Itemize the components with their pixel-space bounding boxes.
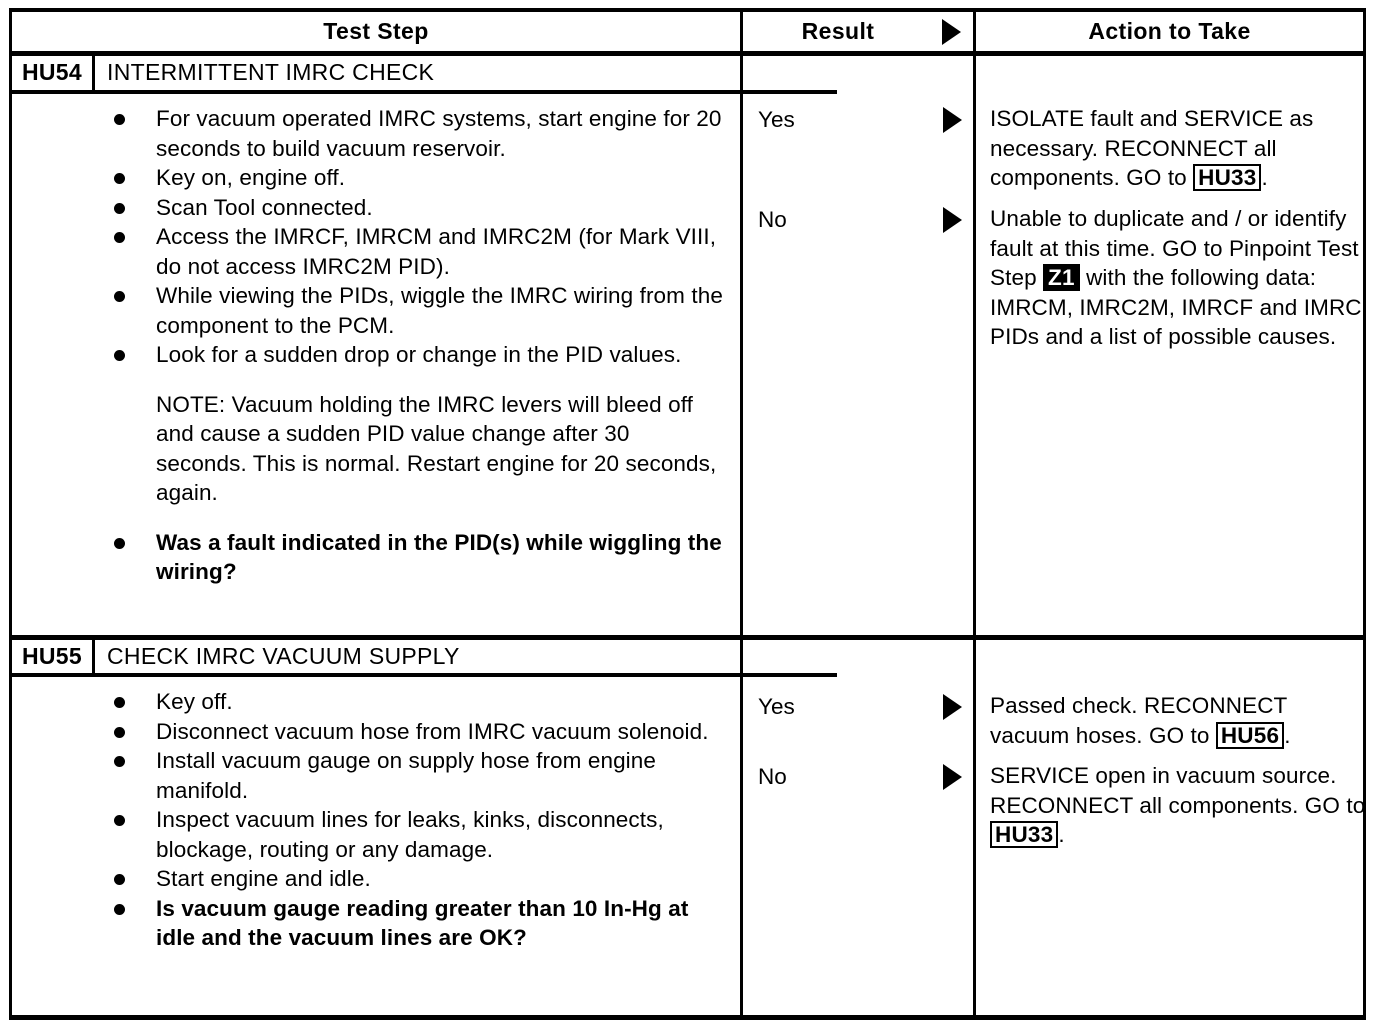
list-item-text: Disconnect vacuum hose from IMRC vacuum …	[156, 718, 709, 744]
bullet-dot-icon	[114, 726, 125, 738]
result-label: No	[758, 764, 787, 789]
column-divider-result-action	[973, 12, 976, 1018]
header-test-step: Test Step	[323, 18, 429, 44]
step-reference-hu56: HU56	[1215, 721, 1285, 749]
result-row-hu55-yes: Yes	[743, 691, 973, 727]
step-title-hu54: INTERMITTENT IMRC CHECK	[107, 59, 435, 85]
section-divider-rule	[12, 635, 1363, 640]
action-text-part: .	[1058, 822, 1065, 847]
result-label: Yes	[758, 107, 795, 132]
bullet-dot-icon	[114, 232, 125, 243]
action-text-part: with the following data: IMRCM, IMRC2M, …	[990, 265, 1362, 349]
result-row-hu54-yes: Yes	[743, 104, 973, 140]
list-item: Look for a sudden drop or change in the …	[108, 340, 726, 370]
triangle-right-icon	[943, 694, 962, 720]
action-hu54-no: Unable to duplicate and / or identify fa…	[990, 204, 1370, 352]
hu54-title-rule	[12, 90, 837, 94]
list-item-text: Access the IMRCF, IMRCM and IMRC2M (for …	[156, 224, 717, 279]
bullet-dot-icon	[114, 874, 125, 885]
bullet-dot-icon	[114, 756, 125, 767]
list-item-text: Scan Tool connected.	[156, 194, 373, 220]
list-item-question: Was a fault indicated in the PID(s) whil…	[108, 528, 726, 587]
action-hu54-yes: ISOLATE fault and SERVICE as necessary. …	[990, 104, 1370, 193]
header-bottom-rule	[12, 51, 1363, 56]
list-item-question: Is vacuum gauge reading greater than 10 …	[108, 894, 726, 953]
action-text-part: .	[1261, 165, 1268, 190]
list-item: Install vacuum gauge on supply hose from…	[108, 746, 726, 805]
step-reference-z1: Z1	[1043, 264, 1080, 291]
list-item-text: Start engine and idle.	[156, 866, 371, 891]
list-item-text: Key on, engine off.	[156, 165, 346, 190]
triangle-right-icon	[943, 764, 962, 790]
bullet-dot-icon	[114, 903, 125, 915]
result-row-hu54-no: No	[743, 204, 973, 240]
action-hu55-no: SERVICE open in vacuum source. RECONNECT…	[990, 761, 1370, 850]
header-result-label: Result	[801, 18, 875, 44]
list-item-text: Key off.	[156, 689, 233, 714]
step-reference-hu33: HU33	[1193, 164, 1262, 191]
list-item: Key on, engine off.	[108, 163, 726, 193]
test-steps-hu55: Key off. Disconnect vacuum hose from IMR…	[12, 687, 740, 953]
action-text-part: ISOLATE fault and SERVICE as necessary. …	[990, 106, 1314, 190]
bullet-dot-icon	[114, 537, 125, 549]
action-text-part: Unable to duplicate and / or identify fa…	[990, 206, 1359, 290]
list-item: Start engine and idle.	[108, 864, 726, 894]
list-item-text: For vacuum operated IMRC systems, start …	[156, 106, 722, 161]
section-title-row-hu55: HU55 CHECK IMRC VACUUM SUPPLY	[12, 637, 837, 676]
list-item: For vacuum operated IMRC systems, start …	[108, 104, 726, 163]
result-label: No	[758, 207, 787, 232]
test-steps-hu54: For vacuum operated IMRC systems, start …	[12, 104, 740, 587]
list-item-text: Is vacuum gauge reading greater than 10 …	[156, 895, 689, 951]
note-text: NOTE: Vacuum holding the IMRC levers wil…	[156, 391, 717, 506]
bullet-dot-icon	[114, 173, 125, 184]
list-item: Key off.	[108, 687, 726, 717]
bullet-dot-icon	[114, 291, 125, 302]
pinpoint-test-table: Test Step Result Action to Take HU54 INT…	[9, 8, 1366, 1020]
triangle-right-icon	[943, 107, 962, 133]
list-item: Scan Tool connected.	[108, 193, 726, 223]
list-item-text: While viewing the PIDs, wiggle the IMRC …	[156, 283, 723, 338]
bullet-dot-icon	[114, 202, 125, 214]
header-result: Result	[743, 12, 973, 51]
triangle-right-icon	[942, 19, 961, 45]
step-title-hu55: CHECK IMRC VACUUM SUPPLY	[107, 643, 460, 669]
header-action-to-take: Action to Take	[1088, 18, 1251, 44]
list-item: Inspect vacuum lines for leaks, kinks, d…	[108, 805, 726, 864]
list-item-text: Install vacuum gauge on supply hose from…	[156, 748, 657, 803]
list-item: Access the IMRCF, IMRCM and IMRC2M (for …	[108, 222, 726, 281]
bullet-dot-icon	[114, 350, 125, 361]
list-item: While viewing the PIDs, wiggle the IMRC …	[108, 281, 726, 340]
triangle-right-icon	[943, 207, 962, 233]
action-text-part: .	[1284, 722, 1291, 748]
bullet-dot-icon	[114, 815, 125, 826]
action-hu55-yes: Passed check. RECONNECT vacuum hoses. GO…	[990, 691, 1370, 750]
section-title-row-hu54: HU54 INTERMITTENT IMRC CHECK	[12, 53, 837, 92]
column-divider-test-step-result	[740, 12, 743, 1018]
list-item-text: Look for a sudden drop or change in the …	[156, 342, 682, 367]
list-item-text: Was a fault indicated in the PID(s) whil…	[156, 529, 722, 585]
action-text-part: Passed check. RECONNECT vacuum hoses. GO…	[990, 693, 1287, 748]
step-reference-hu33: HU33	[990, 821, 1059, 848]
bullet-dot-icon	[114, 114, 125, 125]
action-text-part: SERVICE open in vacuum source. RECONNECT…	[990, 763, 1366, 818]
step-id-hu54: HU54	[12, 53, 95, 92]
result-row-hu55-no: No	[743, 761, 973, 797]
result-label: Yes	[758, 694, 795, 719]
hu55-title-rule	[12, 673, 837, 677]
list-item-text: Inspect vacuum lines for leaks, kinks, d…	[156, 807, 664, 862]
step-id-hu55: HU55	[12, 637, 95, 676]
table-header-row: Test Step Result Action to Take	[12, 12, 1363, 51]
bullet-dot-icon	[114, 697, 125, 708]
list-item: Disconnect vacuum hose from IMRC vacuum …	[108, 717, 726, 747]
